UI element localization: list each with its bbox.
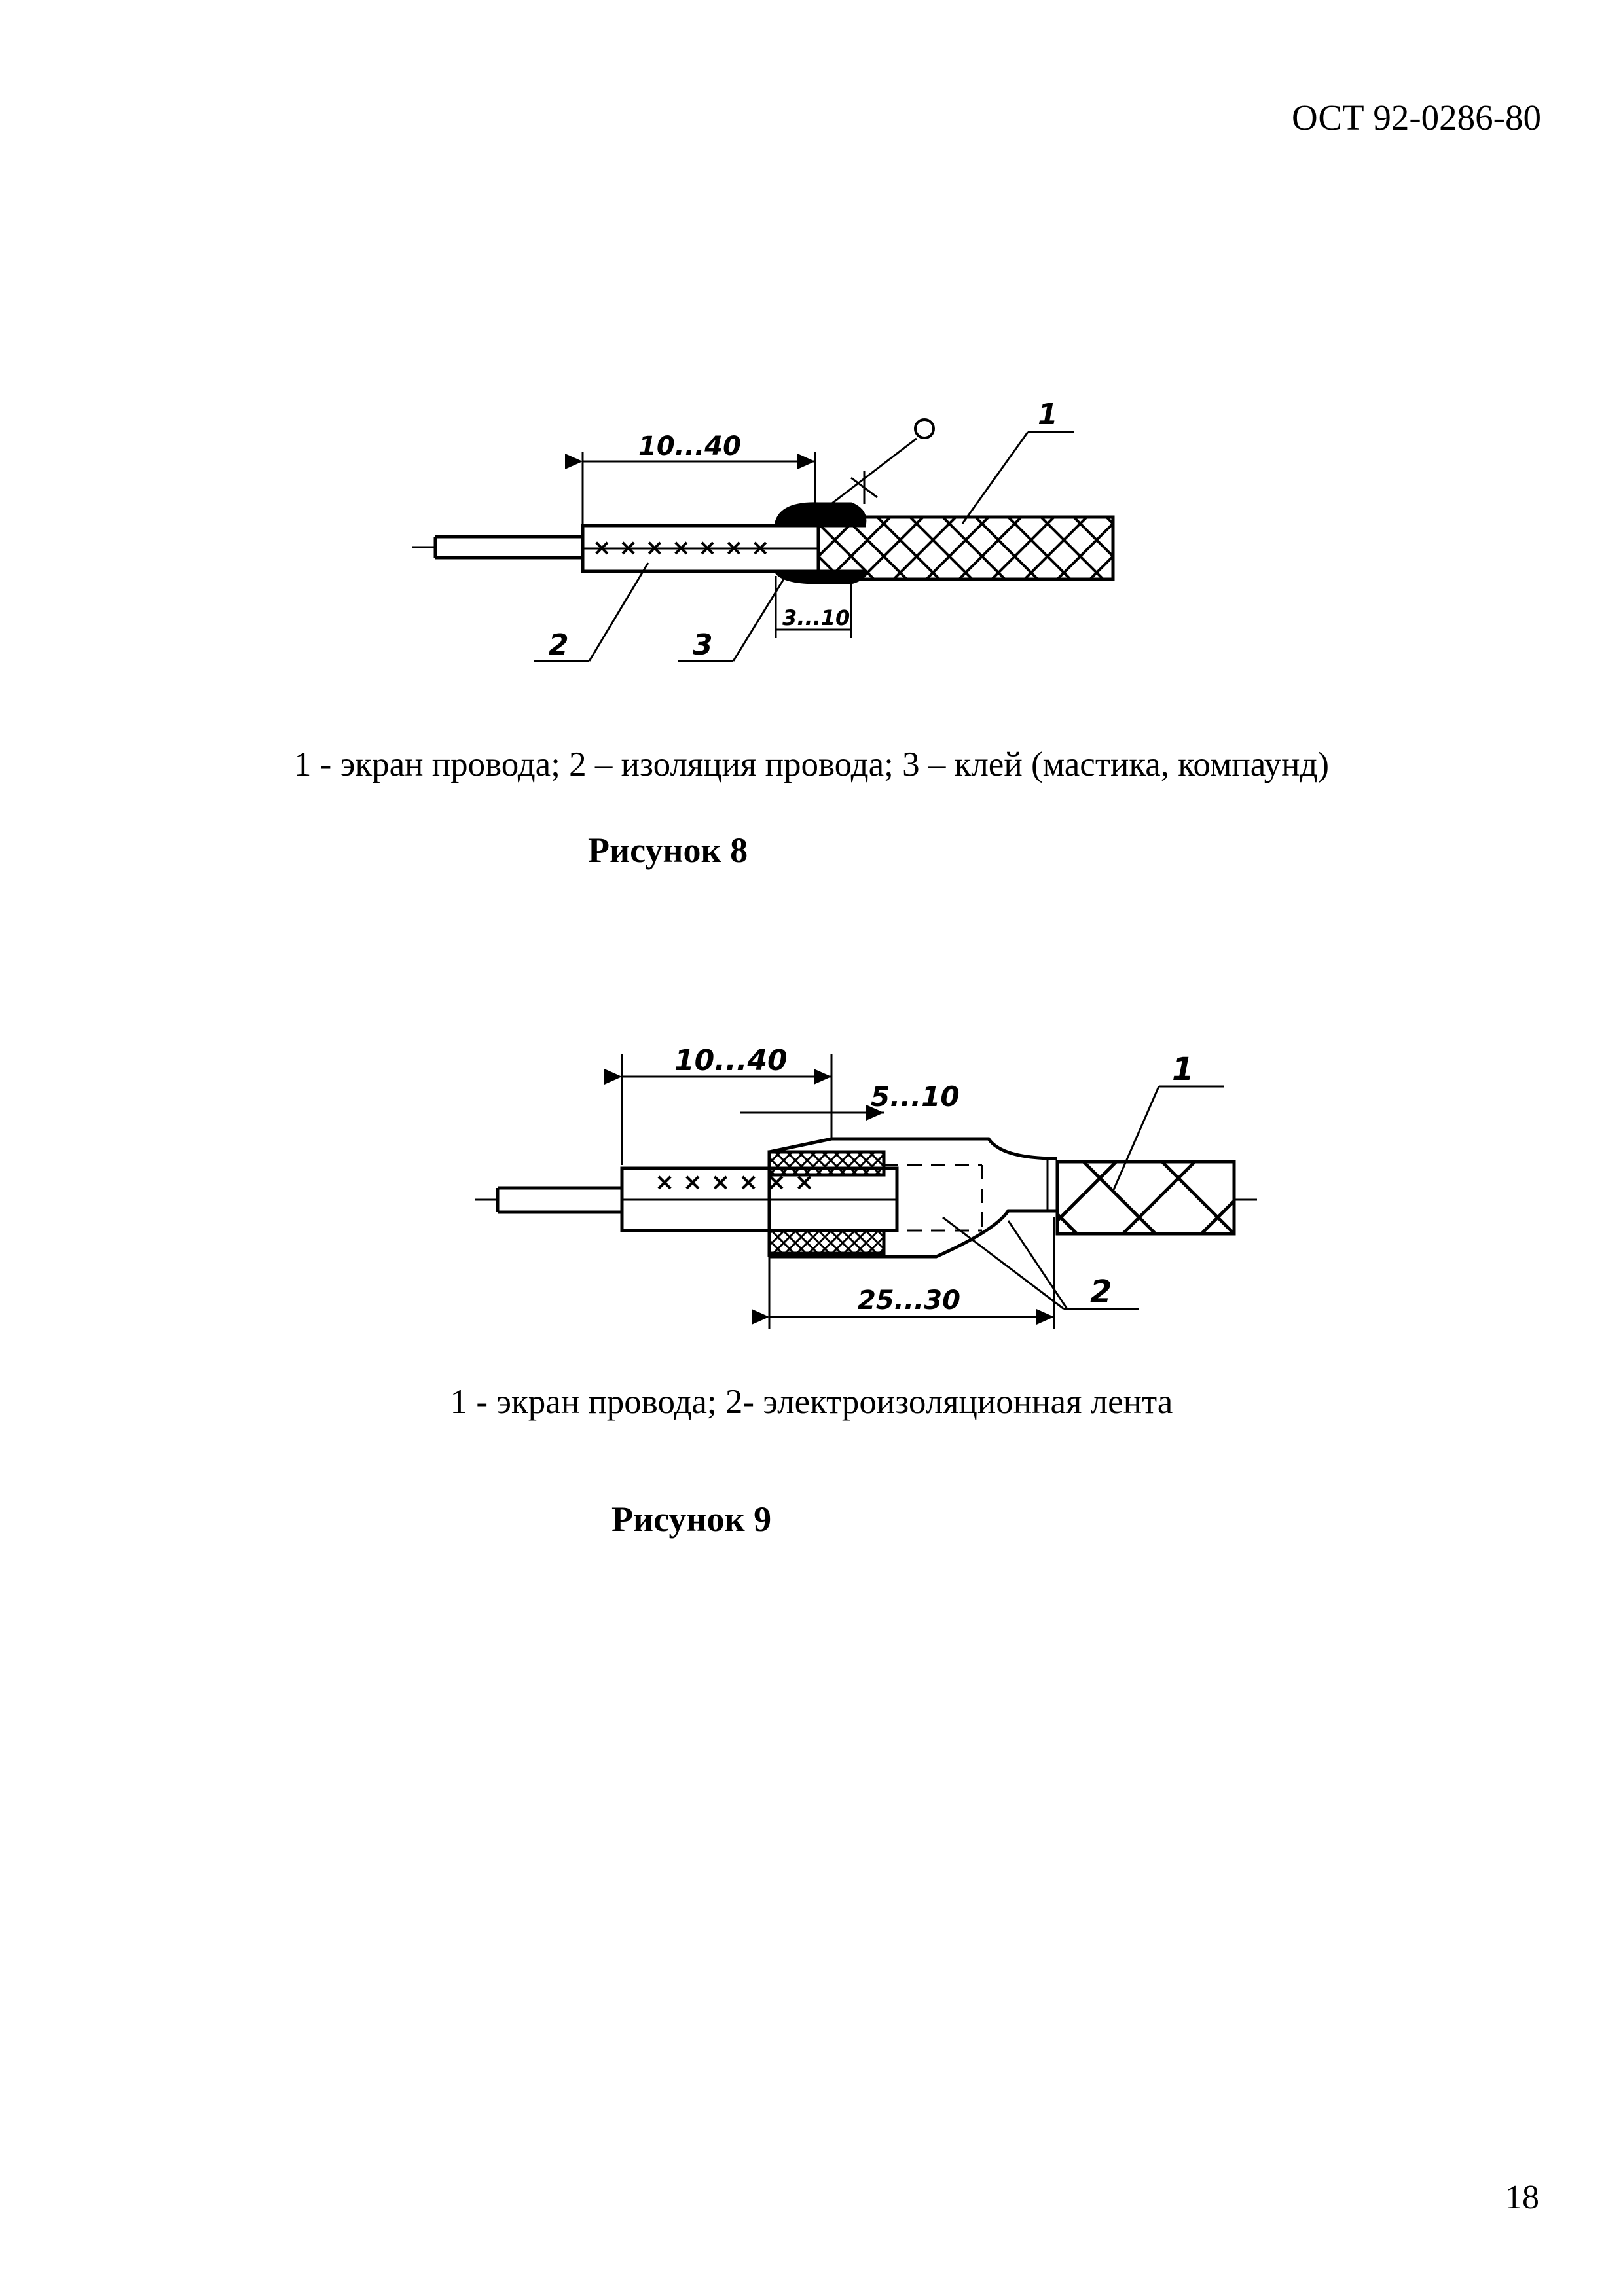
fig8-shield [816, 515, 1115, 581]
fig9-dim-tape [752, 1217, 1055, 1329]
svg-text:× × × × × × ×: × × × × × × × [593, 535, 769, 561]
fig8-dim-glue-label: 3...10 [782, 605, 850, 630]
document-code: ОСТ 92-0286-80 [1291, 98, 1541, 137]
fig8-callout-3: 3 [693, 628, 713, 662]
fig8-dim-strip [565, 452, 816, 524]
figure-8-legend: 1 - экран провода; 2 – изоляция провода;… [293, 745, 1330, 783]
fig8-conductor [412, 535, 583, 560]
figure-9-drawing: × × × × × × [475, 1054, 1257, 1329]
fig8-callout-1: 1 [1038, 398, 1058, 431]
fig8-insulation: × × × × × × × [581, 524, 820, 573]
fig8-dim-strip-label: 10...40 [638, 431, 741, 461]
fig9-dim-overlap-label: 5...10 [871, 1081, 960, 1113]
fig9-callout-2: 2 [1090, 1274, 1112, 1310]
fig9-leader-1 [1112, 1085, 1224, 1192]
fig9-conductor [475, 1186, 622, 1214]
fig9-shield [1055, 1160, 1257, 1236]
figure-8-title: Рисунок 8 [588, 831, 748, 870]
fig9-leader-2 [942, 1216, 1139, 1310]
fig8-callout-2: 2 [549, 628, 569, 662]
fig8-leader-1 [961, 431, 1074, 524]
fig9-folded-shield [767, 1150, 886, 1255]
fig9-dim-strip-label: 10...40 [674, 1044, 788, 1077]
fig8-leader-3 [678, 575, 787, 662]
fig8-solder-mark [818, 418, 935, 515]
page-number: 18 [1505, 2179, 1539, 2216]
fig8-dim-glue [775, 576, 852, 638]
figure-8-drawing: × × × × × × × [412, 418, 1115, 662]
fig8-leader-2 [534, 562, 649, 662]
fig9-dim-strip [604, 1054, 833, 1165]
fig9-insulation: × × × × × × [620, 1166, 899, 1232]
figure-9-legend: 1 - экран провода; 2- электроизоляционна… [450, 1383, 1173, 1421]
figure-9-title: Рисунок 9 [611, 1499, 772, 1539]
fig9-callout-1: 1 [1172, 1051, 1194, 1088]
fig9-tape [767, 1137, 1058, 1259]
fig9-dim-tape-label: 25...30 [858, 1285, 960, 1316]
